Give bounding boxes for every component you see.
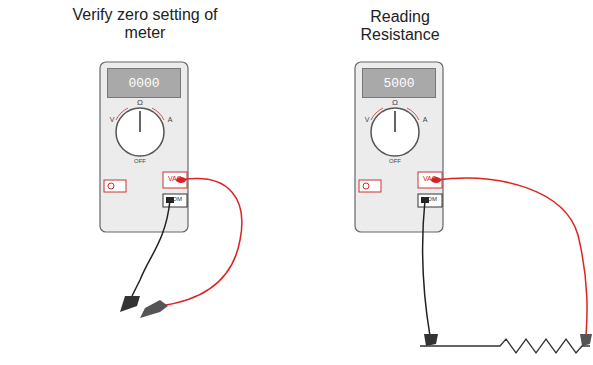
dial-mark: V [105,116,119,124]
dial-mark: V [360,116,374,124]
resistor-symbol [420,339,590,353]
multimeter-left [100,62,242,318]
jack-label: COM [418,196,442,203]
dial-mark: OFF [128,158,152,165]
display-box: 0000 [107,68,181,98]
multimeter-right [355,62,592,346]
jack-label: COM [163,196,187,203]
dial-mark: OFF [383,158,407,165]
display-box: 5000 [362,68,436,98]
dial-mark: Ω [388,98,402,107]
heading: Reading Resistance [340,8,460,45]
dial-mark: Ω [133,98,147,107]
display-reading: 5000 [383,76,414,91]
dial-mark: A [418,116,432,124]
jack-label: VAΩ [418,175,442,183]
jack-label: VAΩ [163,175,187,183]
heading: Verify zero setting of meter [70,6,220,43]
dial-mark: A [163,116,177,124]
display-reading: 0000 [128,76,159,91]
